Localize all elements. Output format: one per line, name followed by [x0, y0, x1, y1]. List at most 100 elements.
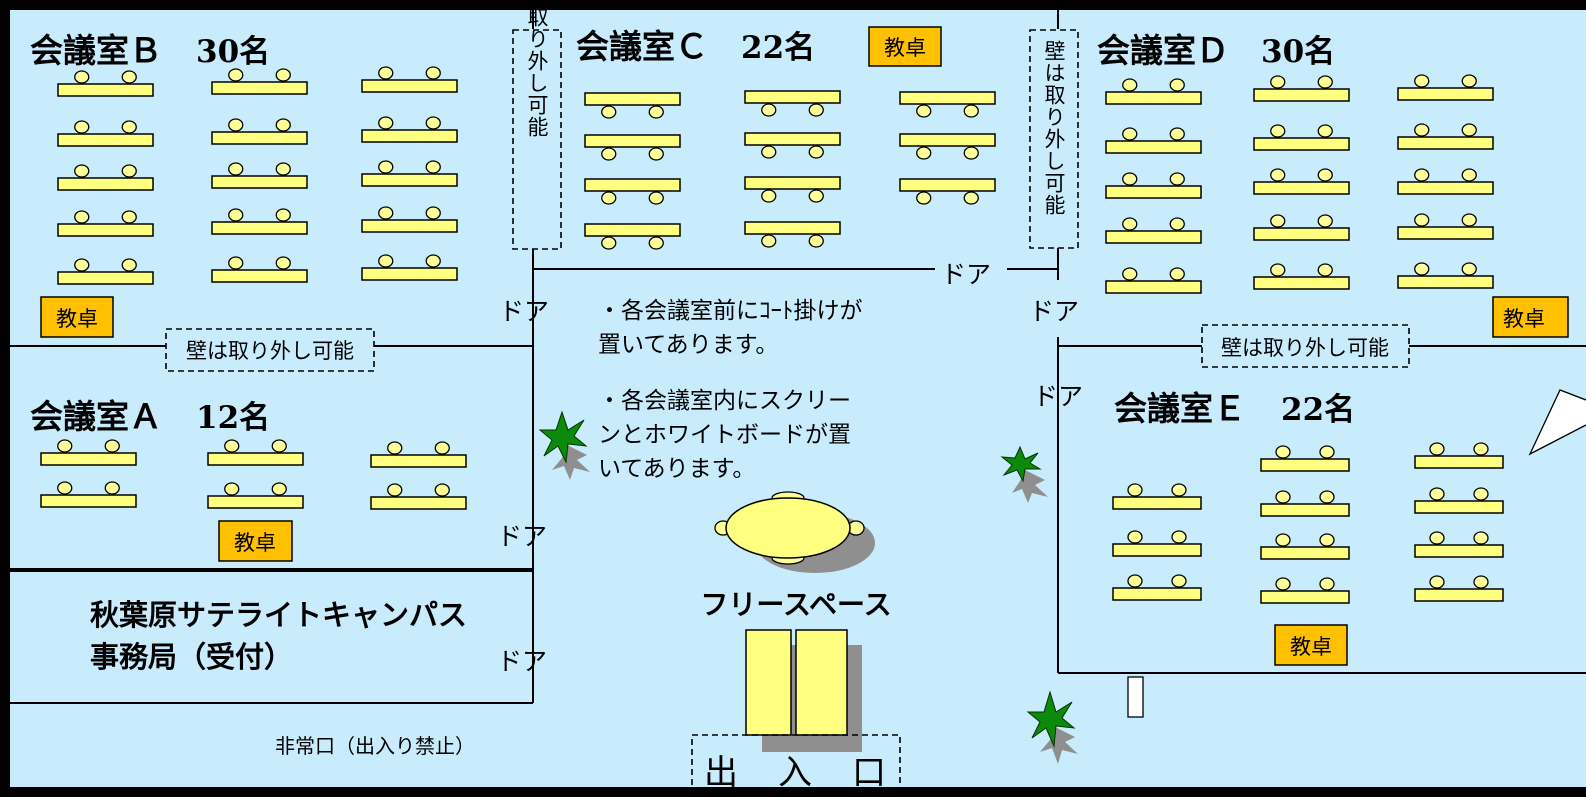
desk-with-chairs [57, 164, 154, 191]
chair-icon [1414, 213, 1430, 227]
chair-icon [378, 160, 394, 174]
entrance-char: 入 [778, 753, 812, 793]
desk-with-chairs [1397, 123, 1494, 150]
chair-icon [761, 234, 777, 248]
chair-icon [1127, 530, 1143, 544]
chair-icon [228, 208, 244, 222]
chair-icon [425, 254, 441, 268]
removable-wall-de: 壁は取り外し可能 [1201, 324, 1410, 368]
chair-icon [1461, 213, 1477, 227]
chair-icon [1169, 217, 1185, 231]
desk-with-chairs [361, 206, 458, 233]
room-c-capacity: 22名 [741, 30, 815, 66]
desk-with-chairs [1397, 168, 1494, 195]
desk-with-chairs [57, 120, 154, 147]
chair-icon [74, 164, 90, 178]
chair-icon [1319, 533, 1335, 547]
desk-with-chairs [1414, 442, 1504, 469]
chair-icon [1127, 574, 1143, 588]
chair-icon [387, 441, 403, 455]
chair-icon [601, 191, 617, 205]
chair-icon [1169, 172, 1185, 186]
chair-icon [1122, 78, 1138, 92]
desk-with-chairs [57, 258, 154, 285]
chair-icon [1317, 75, 1333, 89]
chair-icon [1319, 577, 1335, 591]
chair-icon [916, 191, 932, 205]
chair-icon [275, 118, 291, 132]
chair-icon [434, 441, 450, 455]
door-label: ドア [1029, 297, 1079, 326]
chair-icon [275, 68, 291, 82]
room-d-name: 会議室Ｄ [1097, 31, 1229, 70]
desk-with-chairs [899, 91, 996, 118]
desk-with-chairs [744, 132, 841, 159]
chair-icon [1317, 124, 1333, 138]
chair-icon [1461, 74, 1477, 88]
removable-wall-bc: 壁は取り外し可能 [512, 0, 562, 250]
desk-with-chairs [584, 92, 681, 119]
desk-with-chairs [1397, 74, 1494, 101]
chair-icon [808, 234, 824, 248]
desk-with-chairs [57, 210, 154, 237]
chair-icon [1169, 267, 1185, 281]
desks-layer [40, 66, 1504, 604]
chair-icon [1461, 262, 1477, 276]
chair-icon [916, 146, 932, 160]
chair-icon [963, 104, 979, 118]
chair-icon [1317, 214, 1333, 228]
chair-icon [963, 191, 979, 205]
chair-icon [378, 206, 394, 220]
chair-icon [104, 439, 120, 453]
notes: ・各会議室前にｺｰﾄ掛けが 置いてあります。 ・各会議室内にスクリー ンとホワイ… [598, 298, 863, 482]
plant-icon [1000, 445, 1048, 503]
desk-with-chairs [370, 441, 467, 468]
chair-icon [1317, 263, 1333, 277]
chair-icon [1270, 124, 1286, 138]
desk-with-chairs [1253, 214, 1350, 241]
desk-with-chairs [1105, 127, 1202, 154]
chair-icon [761, 189, 777, 203]
desk-with-chairs [211, 162, 308, 189]
removable-wall-label: 壁は取り外し可能 [1221, 336, 1389, 360]
chair-icon [808, 103, 824, 117]
desk-with-chairs [361, 66, 458, 93]
chair-icon [601, 105, 617, 119]
note-line: ・各会議室前にｺｰﾄ掛けが [598, 298, 863, 324]
desk-with-chairs [1414, 531, 1504, 558]
chair-icon [648, 236, 664, 250]
chair-icon [74, 120, 90, 134]
chair-icon [1461, 168, 1477, 182]
chair-icon [1473, 575, 1489, 589]
desk-with-chairs [370, 483, 467, 510]
desk-with-chairs [584, 223, 681, 250]
door-label: ドア [499, 297, 549, 326]
desk-with-chairs [899, 133, 996, 160]
round-table [714, 491, 875, 573]
chair-icon [434, 483, 450, 497]
chair-icon [104, 481, 120, 495]
free-space-label: フリースペース [700, 588, 891, 621]
chair-icon [1127, 483, 1143, 497]
desk-with-chairs [1105, 172, 1202, 199]
desk-with-chairs [1105, 267, 1202, 294]
chair-icon [74, 258, 90, 272]
chair-icon [378, 66, 394, 80]
desk-with-chairs [211, 208, 308, 235]
chair-icon [1270, 214, 1286, 228]
podium-label: 教卓 [884, 36, 926, 60]
desk-with-chairs [1112, 483, 1202, 510]
note-line: ・各会議室内にスクリー [598, 388, 851, 414]
desk-with-chairs [1397, 213, 1494, 240]
office-line-2: 事務局（受付） [90, 640, 293, 674]
chair-icon [387, 483, 403, 497]
chair-icon [275, 162, 291, 176]
desk-with-chairs [1414, 487, 1504, 514]
counter-tables [745, 629, 862, 752]
desk-with-chairs [207, 439, 304, 466]
chair-icon [601, 147, 617, 161]
chair-icon [121, 258, 137, 272]
chair-icon [1429, 487, 1445, 501]
